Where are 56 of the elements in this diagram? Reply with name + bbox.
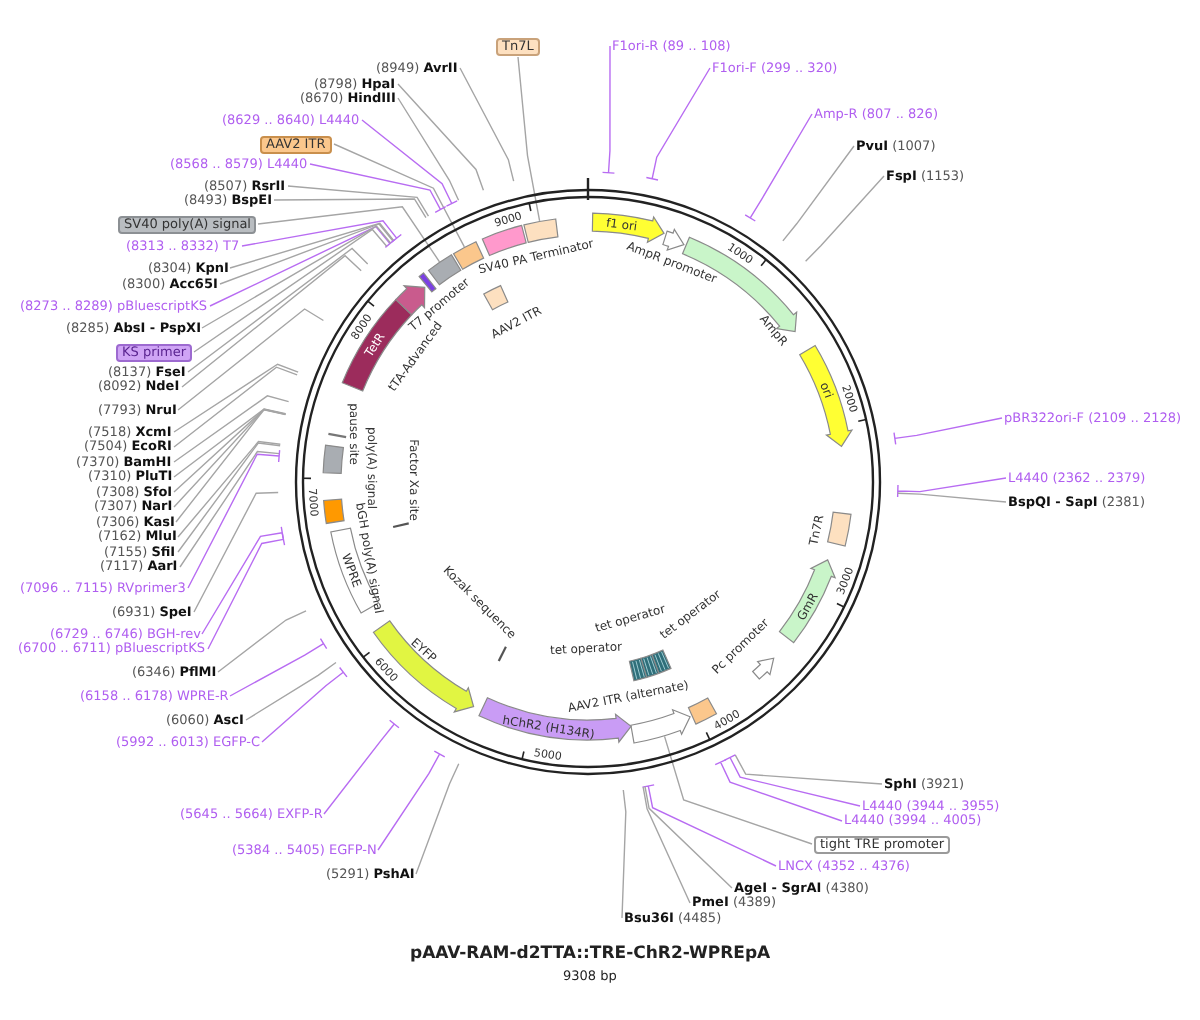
leader-line	[207, 532, 286, 650]
leader-line	[459, 67, 515, 182]
leader-line	[177, 440, 281, 538]
leader-line	[193, 228, 388, 353]
leader-line	[187, 449, 281, 589]
leader-line	[181, 254, 362, 388]
leader-line	[621, 789, 627, 919]
leader-line	[361, 119, 458, 207]
leader-line	[187, 247, 369, 373]
leader-line	[645, 67, 711, 181]
leader-line	[804, 175, 885, 262]
leader-line	[177, 442, 281, 553]
leader-line	[642, 786, 691, 904]
leader-line	[744, 113, 813, 222]
leader-line	[173, 395, 290, 463]
leader-line	[229, 637, 328, 697]
leader-line	[893, 417, 1003, 445]
leader-line	[179, 450, 280, 568]
map-title: pAAV-RAM-d2TTA::TRE-ChR2-WPREpA	[410, 946, 771, 966]
feature-block	[523, 218, 559, 243]
leader-line	[273, 198, 427, 219]
leader-line	[309, 163, 447, 213]
leader-line	[219, 223, 394, 285]
leader-line	[782, 145, 855, 242]
leader-line	[641, 784, 777, 867]
leader-line	[261, 666, 348, 743]
leader-line	[333, 143, 466, 248]
leader-line	[173, 366, 298, 448]
leader-line	[397, 97, 460, 201]
leader-line	[245, 661, 337, 721]
leader-line	[397, 83, 485, 191]
leader-line	[663, 735, 813, 845]
leader-line	[517, 56, 541, 222]
leader-line	[415, 763, 460, 875]
leader-line	[377, 750, 446, 851]
leader-line	[173, 408, 287, 478]
directional-feature	[630, 709, 691, 744]
leader-line	[209, 225, 396, 307]
leader-line	[896, 477, 1007, 498]
leader-line	[217, 610, 307, 673]
leader-line	[714, 758, 843, 822]
leader-line	[601, 45, 616, 174]
leader-line	[323, 719, 400, 815]
leader-line	[193, 491, 279, 613]
leader-line	[241, 220, 402, 247]
leader-line	[644, 786, 733, 889]
leader-line	[734, 754, 883, 785]
leader-line	[724, 754, 861, 807]
leader-line	[257, 206, 441, 263]
leader-line	[897, 492, 1007, 503]
leader-line	[201, 225, 392, 329]
leader-line	[201, 526, 284, 635]
leader-line	[173, 363, 299, 433]
leader-line	[287, 185, 430, 217]
leader-line	[229, 222, 395, 269]
leader-line	[177, 308, 325, 411]
